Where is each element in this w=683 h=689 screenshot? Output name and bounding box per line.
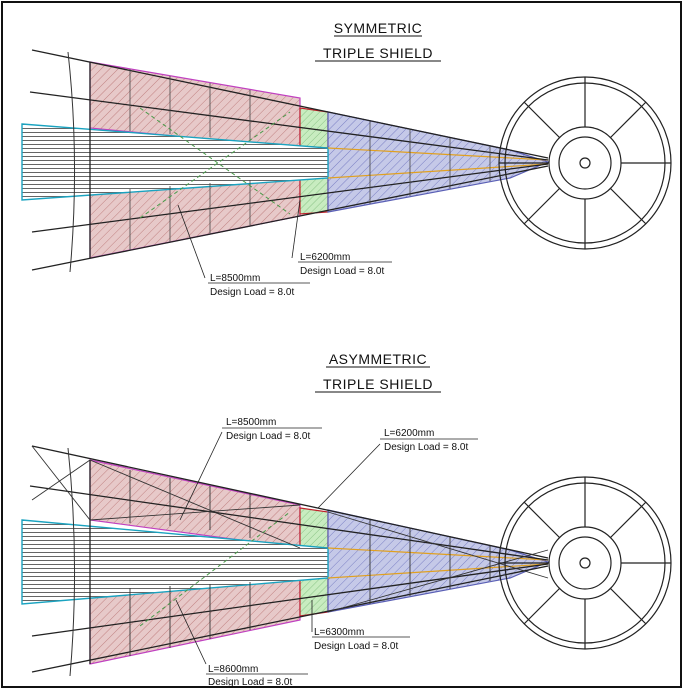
- symmetric-title-line2: TRIPLE SHIELD: [323, 45, 433, 61]
- inner-shield: [327, 111, 550, 213]
- sym-outer-load: Design Load = 8.0t: [210, 287, 294, 298]
- asym-top-outer-length: L=8500mm: [226, 417, 276, 428]
- sym-inner-load: Design Load = 8.0t: [300, 266, 384, 277]
- asym-bottom-inner-length: L=6300mm: [314, 627, 364, 638]
- sym-outer-length: L=8500mm: [210, 273, 260, 284]
- asym-bottom-inner-load: Design Load = 8.0t: [314, 641, 398, 652]
- asym-bottom-outer-length: L=8600mm: [208, 664, 258, 675]
- symmetric-wheel: [498, 76, 672, 250]
- symmetric-title-line1: SYMMETRIC: [334, 20, 423, 36]
- asymmetric-title-line2: TRIPLE SHIELD: [323, 376, 433, 392]
- symmetric-diagram: SYMMETRIC TRIPLE SHIELD: [21, 20, 672, 298]
- asym-top-inner-length: L=6200mm: [384, 428, 434, 439]
- asymmetric-wheel: [498, 476, 672, 650]
- sym-inner-length: L=6200mm: [300, 252, 350, 263]
- asym-top-inner-load: Design Load = 8.0t: [384, 442, 468, 453]
- asym-top-outer-load: Design Load = 8.0t: [226, 431, 310, 442]
- asym-bottom-outer-load: Design Load = 8.0t: [208, 677, 292, 688]
- asymmetric-title-line1: ASYMMETRIC: [329, 351, 427, 367]
- asymmetric-diagram: ASYMMETRIC TRIPLE SHIELD: [21, 351, 672, 688]
